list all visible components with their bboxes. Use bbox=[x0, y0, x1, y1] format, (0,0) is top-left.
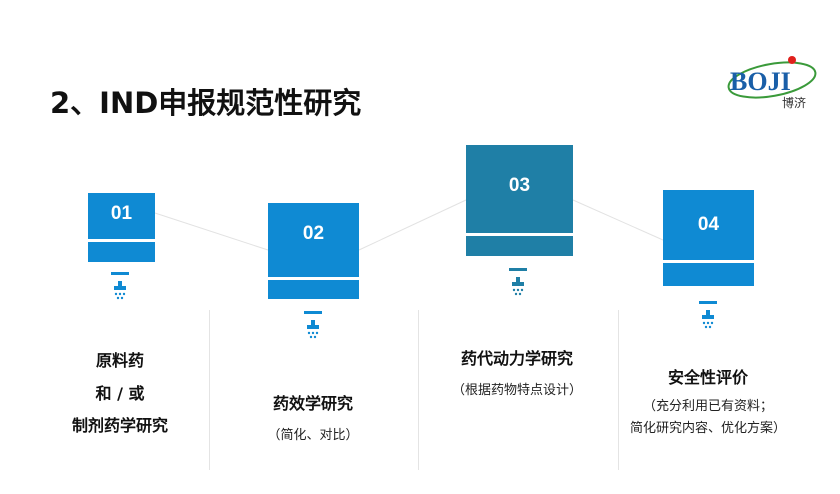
step-box-01: 01 bbox=[88, 193, 155, 262]
box-divider bbox=[663, 260, 754, 263]
step-number: 01 bbox=[110, 203, 133, 224]
step-03-note: （根据药物特点设计） bbox=[451, 383, 582, 398]
column-divider bbox=[209, 310, 210, 470]
step-02-note: （简化、对比） bbox=[267, 428, 359, 443]
svg-text:BOJI: BOJI bbox=[730, 67, 791, 96]
box-divider bbox=[88, 239, 155, 242]
boji-logo: BOJI 博济 bbox=[722, 52, 822, 112]
step-04-note-2: 简化研究内容、优化方案） bbox=[629, 421, 786, 436]
step-03-heading: 药代动力学研究 bbox=[460, 349, 573, 368]
trophy-icon bbox=[509, 268, 527, 296]
step-box-04: 04 bbox=[663, 190, 754, 286]
step-04-heading: 安全性评价 bbox=[667, 368, 748, 387]
step-01-line-2: 和 / 或 bbox=[95, 384, 145, 403]
column-divider bbox=[618, 310, 619, 470]
step-number: 03 bbox=[508, 175, 531, 196]
step-number: 02 bbox=[302, 223, 325, 244]
box-divider bbox=[268, 277, 359, 280]
column-divider bbox=[418, 310, 419, 470]
trophy-icon bbox=[111, 272, 129, 300]
trophy-icon bbox=[304, 311, 322, 339]
step-02-heading: 药效学研究 bbox=[272, 394, 353, 413]
step-box-03: 03 bbox=[466, 145, 573, 256]
step-01-line-3: 制剂药学研究 bbox=[71, 416, 168, 435]
box-divider bbox=[466, 233, 573, 236]
step-number: 04 bbox=[697, 214, 720, 235]
trophy-icon bbox=[699, 301, 717, 329]
svg-text:博济: 博济 bbox=[782, 95, 806, 110]
step-04-note-1: （充分利用已有资料； bbox=[642, 399, 773, 414]
page-title: 2、IND申报规范性研究 bbox=[50, 86, 362, 120]
step-box-02: 02 bbox=[268, 203, 359, 299]
step-01-line-1: 原料药 bbox=[95, 351, 144, 370]
